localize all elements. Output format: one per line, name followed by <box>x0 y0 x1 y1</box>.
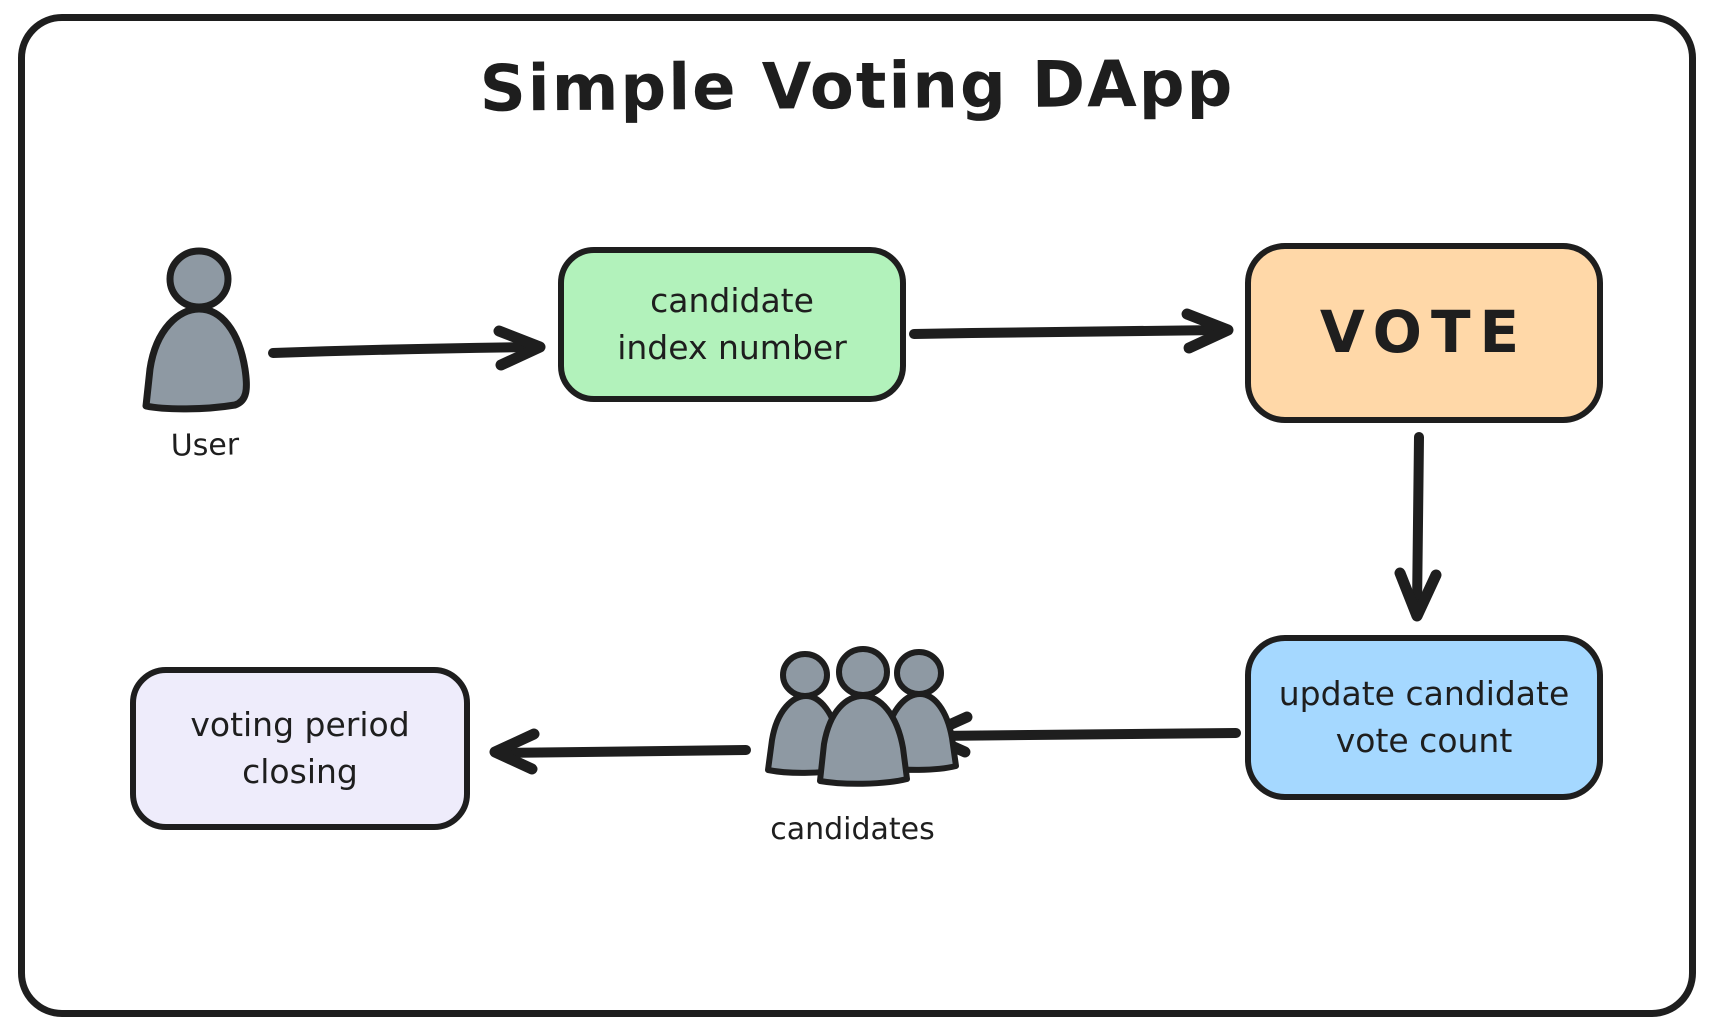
arrow-user-to-candidate-index <box>268 325 552 371</box>
node-vote: VOTE <box>1245 243 1603 423</box>
arrow-candidates-to-voting-period <box>488 728 751 775</box>
node-vote-label: VOTE <box>1319 298 1529 367</box>
node-voting-period-line1: voting period <box>190 705 410 745</box>
node-update-count-line2: vote count <box>1335 720 1513 760</box>
user-label: User <box>170 427 240 464</box>
candidates-label: candidates <box>770 812 935 847</box>
user-person-icon <box>133 247 265 416</box>
diagram-border <box>18 14 1696 1017</box>
candidates-group-icon <box>748 646 978 788</box>
node-voting-period-line2: closing <box>242 751 358 791</box>
arrow-vote-to-update-count <box>1394 432 1442 628</box>
node-candidate-index-line1: candidate <box>650 281 814 321</box>
node-voting-period-closing: voting period closing <box>130 667 470 830</box>
node-candidate-index-line2: index number <box>617 327 847 367</box>
arrow-candidate-index-to-vote <box>909 308 1240 354</box>
node-update-candidate-vote-count: update candidate vote count <box>1245 635 1603 800</box>
node-update-count-line1: update candidate <box>1278 674 1570 714</box>
node-candidate-index-number: candidate index number <box>558 247 906 402</box>
diagram-title: Simple Voting DApp <box>479 47 1235 127</box>
